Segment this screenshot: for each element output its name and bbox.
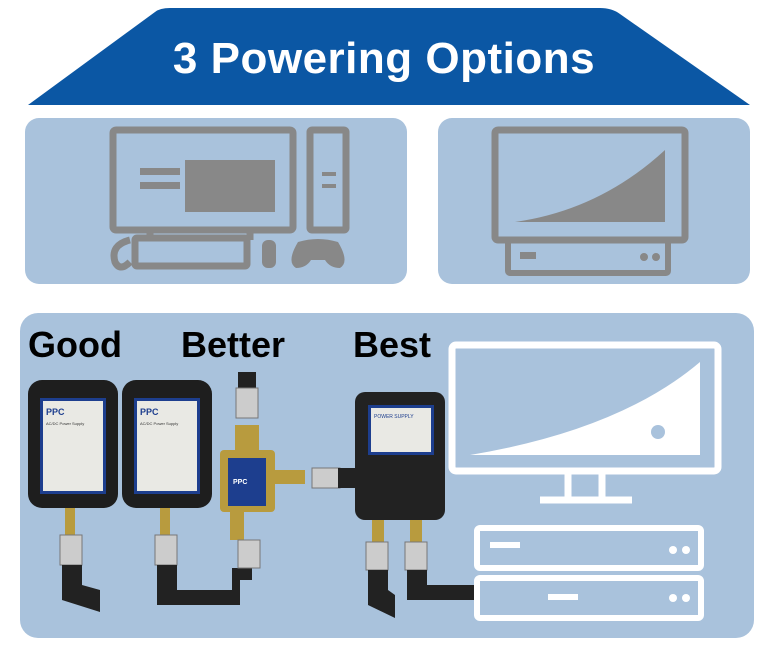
coax-splitter	[220, 372, 360, 569]
option-good-label: Good	[28, 324, 122, 365]
brand-label-good: PPC	[46, 407, 65, 417]
better-power-adapter	[122, 380, 252, 605]
title-banner	[28, 8, 750, 105]
page-title: 3 Powering Options	[172, 34, 596, 83]
tv-monitor-outline	[448, 341, 722, 504]
good-power-adapter	[28, 380, 118, 612]
option-better-label: Better	[181, 324, 286, 365]
supply-label: POWER SUPPLY	[374, 414, 414, 420]
gamepad-icon	[291, 239, 345, 268]
brand-label-better: PPC	[140, 407, 159, 417]
option-best-label: Best	[353, 324, 432, 365]
brand-label-splitter: PPC	[233, 479, 247, 486]
set-top-box-2	[474, 575, 704, 621]
adapter-label-good: AC/DC Power Supply	[46, 421, 84, 426]
desktop-computer-icon	[109, 126, 350, 271]
tv-set-icon	[491, 126, 689, 276]
adapter-label-better: AC/DC Power Supply	[140, 421, 178, 426]
mouse-icon	[262, 240, 276, 268]
best-power-supply	[355, 392, 475, 618]
set-top-box-1	[474, 525, 704, 571]
